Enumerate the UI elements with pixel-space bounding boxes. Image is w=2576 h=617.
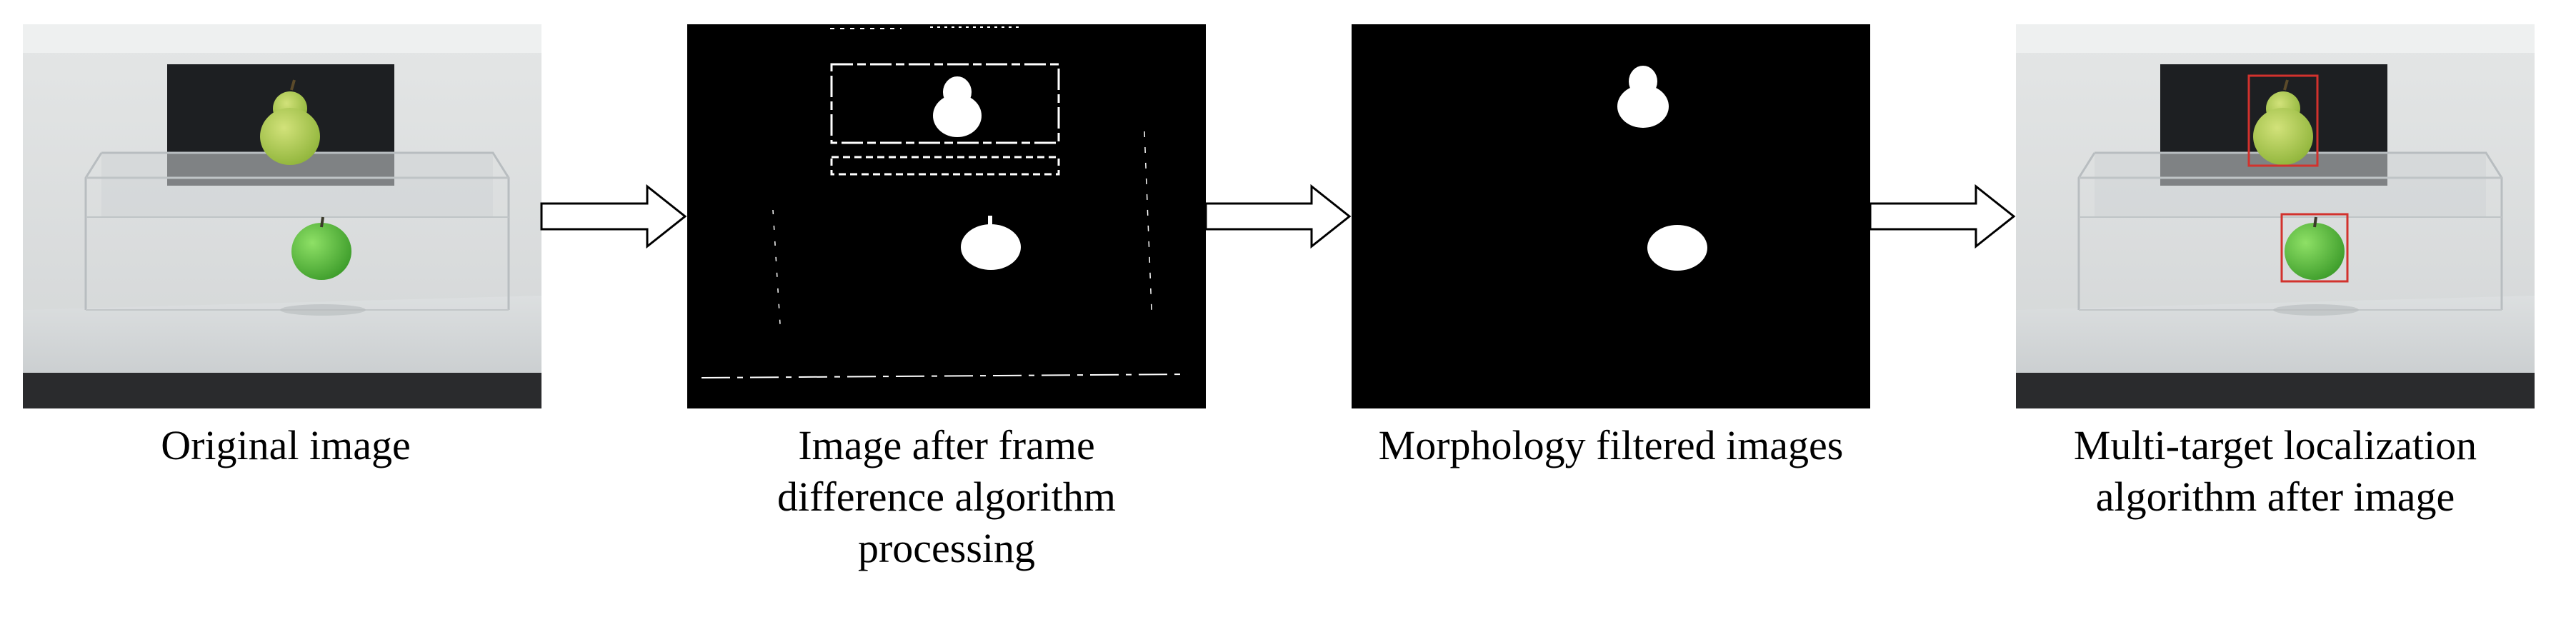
caption-frame-difference: Image after frame difference algorithm p… bbox=[777, 422, 1116, 571]
apple-bounding-box bbox=[2280, 213, 2349, 283]
pear-mask bbox=[933, 76, 982, 137]
right-arrow-icon bbox=[1204, 184, 1352, 249]
frame-difference-mask bbox=[687, 24, 1206, 408]
pear-blob bbox=[1617, 66, 1669, 128]
pear-bounding-box bbox=[2247, 74, 2319, 167]
caption-original: Original image bbox=[161, 422, 411, 468]
right-arrow-icon bbox=[1869, 184, 2016, 249]
morphology-filtered-image bbox=[1352, 24, 1870, 408]
caption-localization: Multi-target localization algorithm afte… bbox=[2073, 422, 2477, 520]
original-photo bbox=[23, 24, 541, 408]
original-image bbox=[23, 24, 541, 408]
pear bbox=[260, 79, 320, 165]
localization-result-image bbox=[2016, 24, 2535, 408]
right-arrow-icon bbox=[540, 184, 687, 249]
pear bbox=[2253, 79, 2313, 165]
apple bbox=[291, 216, 351, 280]
apple-blob bbox=[1647, 225, 1707, 271]
morphology-mask bbox=[1352, 24, 1870, 408]
apple-mask bbox=[961, 216, 1021, 270]
localization-photo bbox=[2016, 24, 2535, 408]
caption-morphology: Morphology filtered images bbox=[1378, 422, 1844, 468]
frame-difference-image bbox=[687, 24, 1206, 408]
apple bbox=[2285, 216, 2345, 280]
